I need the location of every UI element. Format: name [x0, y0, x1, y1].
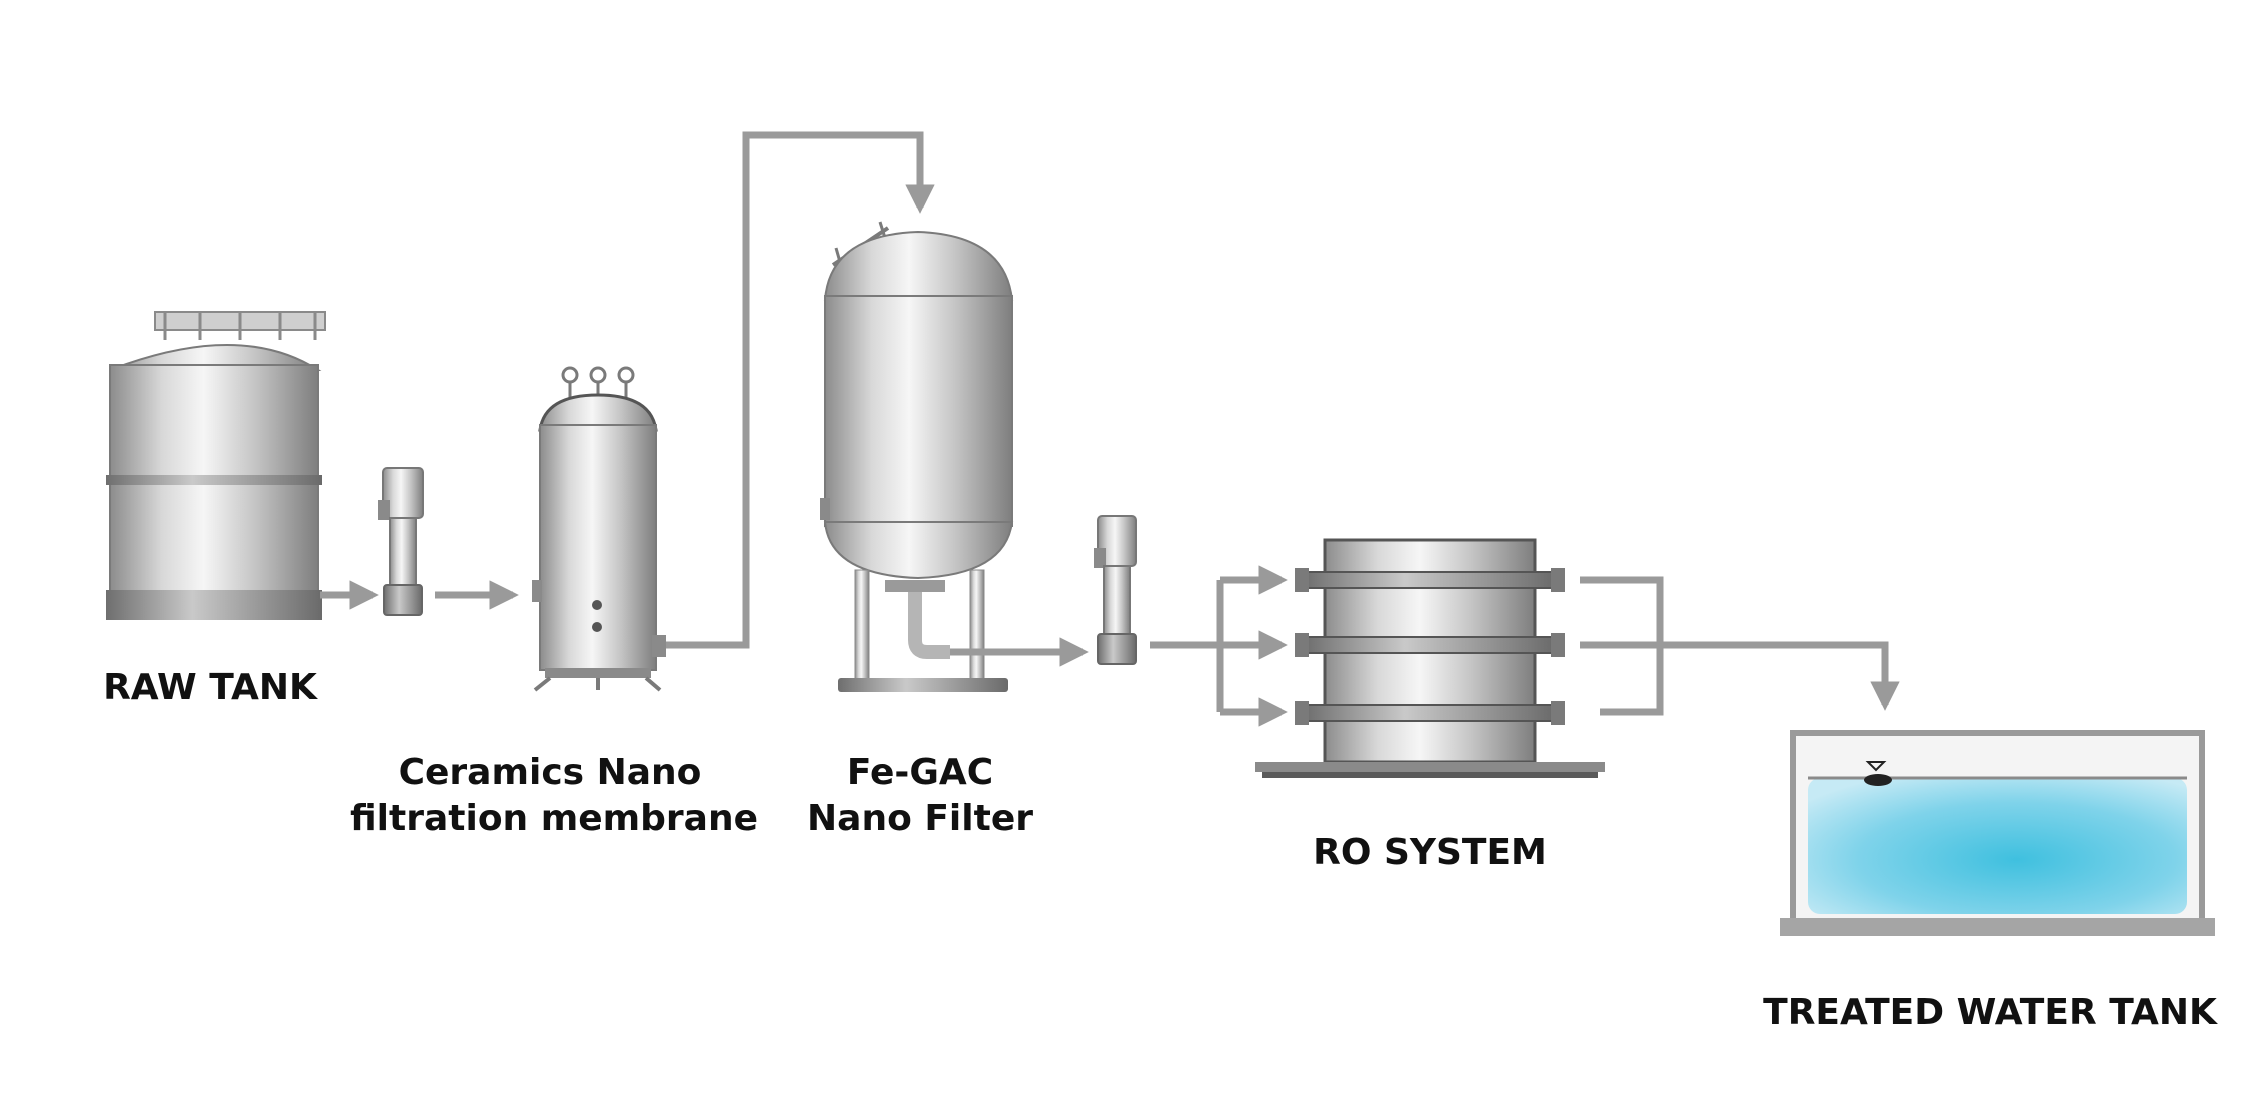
pump-2: [1094, 515, 1137, 665]
ro-system: [1255, 538, 1605, 778]
raw-tank-label: RAW TANK: [103, 667, 317, 708]
ceramic-membrane-vessel: [532, 366, 666, 692]
treated-water-tank: [1780, 730, 2215, 936]
pump-1: [378, 467, 424, 616]
label-fe-gac: Fe-GAC Nano Filter: [760, 750, 1080, 842]
ceramic-label-line1: Ceramics Nano: [398, 752, 702, 793]
ro-system-label: RO SYSTEM: [1313, 832, 1547, 873]
label-raw-tank: RAW TANK: [70, 665, 350, 711]
treated-tank-label: TREATED WATER TANK: [1763, 992, 2217, 1033]
flow-pipe-to-treated-tank: [1660, 641, 1900, 711]
ceramic-label-line2: filtration membrane: [350, 798, 759, 839]
fegac-label-line2: Nano Filter: [807, 798, 1033, 839]
label-ceramic-membrane: Ceramics Nano filtration membrane: [350, 750, 759, 842]
flow-pipe-membrane-to-fegac: [666, 131, 935, 649]
label-treated-tank: TREATED WATER TANK: [1760, 990, 2220, 1036]
label-ro-system: RO SYSTEM: [1270, 830, 1590, 876]
raw-tank: [106, 311, 326, 620]
fegac-label-line1: Fe-GAC: [846, 752, 994, 793]
flow-pipes: [320, 131, 1900, 727]
fe-gac-filter-vessel: [820, 221, 1014, 692]
